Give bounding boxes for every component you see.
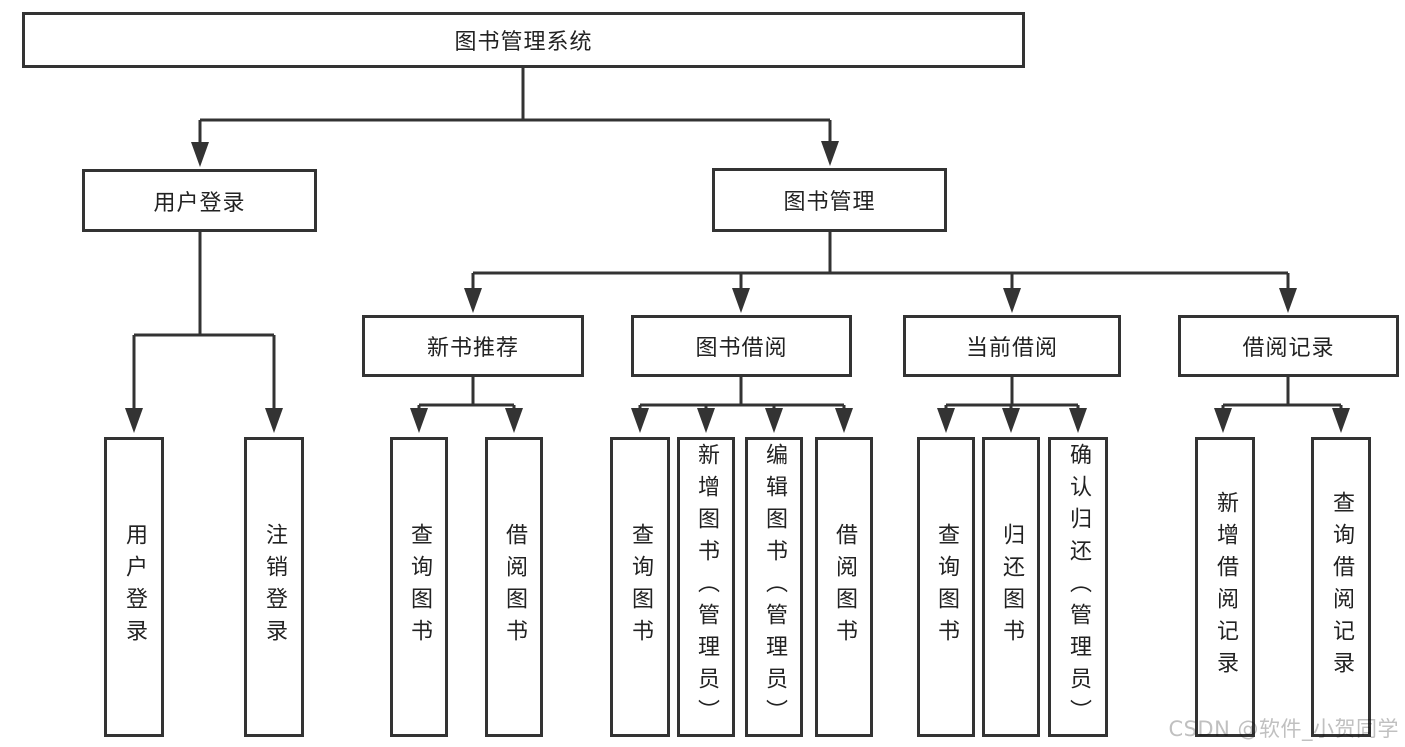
leaf-br-query-borrow-record: 查询借阅记录 (1311, 437, 1371, 737)
node-new-book-recommend-label: 新书推荐 (426, 336, 519, 361)
node-book-management: 图书管理 (712, 168, 947, 232)
node-user-login-label: 用户登录 (153, 190, 246, 216)
leaf-user-login: 用户登录 (104, 437, 164, 737)
leaf-cb-query-books: 查询图书 (917, 437, 975, 737)
node-new-book-recommend: 新书推荐 (362, 315, 584, 377)
leaf-bb-borrow-books: 借阅图书 (815, 437, 873, 737)
leaf-br-add-borrow-record-label: 新增借阅记录 (1213, 491, 1238, 683)
leaf-bb-query-books-label: 查询图书 (628, 523, 653, 651)
node-borrowing-records: 借阅记录 (1178, 315, 1399, 377)
leaf-cb-confirm-return-admin: 确认归还（管理员） (1048, 437, 1108, 737)
leaf-bb-add-books-admin-label: 新增图书（管理员） (694, 443, 719, 731)
node-book-borrowing: 图书借阅 (631, 315, 852, 377)
leaf-user-login-label: 用户登录 (122, 523, 147, 651)
leaf-br-add-borrow-record: 新增借阅记录 (1195, 437, 1255, 737)
leaf-bb-edit-books-admin: 编辑图书（管理员） (745, 437, 803, 737)
leaf-cb-confirm-return-admin-label: 确认归还（管理员） (1066, 443, 1091, 731)
leaf-logout-label: 注销登录 (262, 523, 287, 651)
leaf-cb-return-books-label: 归还图书 (999, 523, 1024, 651)
leaf-logout: 注销登录 (244, 437, 304, 737)
leaf-bb-query-books: 查询图书 (610, 437, 670, 737)
watermark: CSDN @软件_小贺同学 (1168, 717, 1399, 741)
node-root: 图书管理系统 (22, 12, 1025, 68)
leaf-cb-query-books-label: 查询图书 (934, 523, 959, 651)
leaf-cb-return-books: 归还图书 (982, 437, 1040, 737)
leaf-bb-add-books-admin: 新增图书（管理员） (677, 437, 735, 737)
node-current-borrowing-label: 当前借阅 (965, 336, 1058, 361)
node-borrowing-records-label: 借阅记录 (1242, 336, 1335, 361)
node-book-management-label: 图书管理 (783, 190, 876, 215)
leaf-nb-borrow-books-label: 借阅图书 (502, 523, 527, 651)
node-current-borrowing: 当前借阅 (903, 315, 1121, 377)
leaf-bb-edit-books-admin-label: 编辑图书（管理员） (762, 443, 787, 731)
leaf-nb-query-books: 查询图书 (390, 437, 448, 737)
leaf-nb-query-books-label: 查询图书 (407, 523, 432, 651)
leaf-nb-borrow-books: 借阅图书 (485, 437, 543, 737)
node-root-label: 图书管理系统 (454, 30, 593, 55)
node-user-login: 用户登录 (82, 169, 317, 232)
leaf-br-query-borrow-record-label: 查询借阅记录 (1329, 491, 1354, 683)
node-book-borrowing-label: 图书借阅 (695, 336, 788, 361)
leaf-bb-borrow-books-label: 借阅图书 (832, 523, 857, 651)
